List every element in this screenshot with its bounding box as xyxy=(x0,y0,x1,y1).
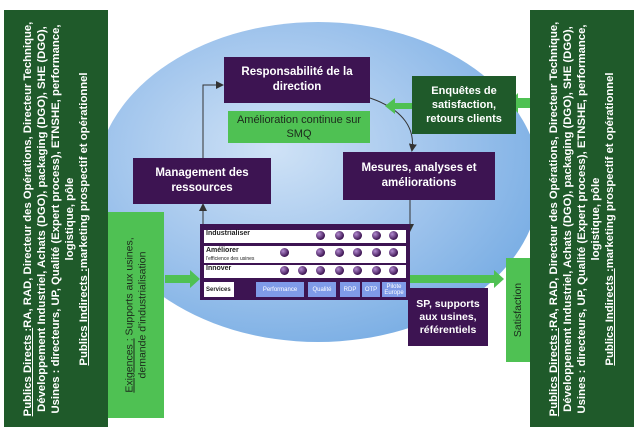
exigences-box: Exigences : Supports aux usines, demande… xyxy=(108,212,164,418)
responsabilite-label: Responsabilité de la direction xyxy=(241,66,353,93)
row-title: Innover xyxy=(206,265,232,272)
milestone-dot xyxy=(372,266,381,275)
right-publics-label: Publics Directs : xyxy=(548,327,560,416)
milestone-dot xyxy=(335,231,344,240)
service-qualite: Qualité xyxy=(308,282,336,297)
arrow-exigences-to-table xyxy=(165,270,200,288)
milestone-dot xyxy=(389,231,398,240)
left-publics-label: Publics Directs : xyxy=(22,327,34,416)
cycle-arrow-mgmt-to-resp xyxy=(202,81,224,158)
sp-label: SP, supports aux usines, référentiels xyxy=(416,297,480,336)
milestone-dot xyxy=(316,266,325,275)
milestone-dot xyxy=(372,248,381,257)
row-title: Industrialiser xyxy=(206,230,250,237)
amelioration-box: Amélioration continue sur SMQ xyxy=(228,111,370,143)
left-indirects-text: marketing prospectif et opérationnel xyxy=(78,71,90,268)
management-label: Management des ressources xyxy=(155,167,249,194)
milestone-dot xyxy=(389,248,398,257)
service-otp: OTP xyxy=(362,282,380,297)
services-label: Services xyxy=(204,282,234,297)
process-table: Industrialiser Améliorer l'efficience de… xyxy=(200,224,410,300)
arrow-enquetes-to-mesures xyxy=(385,98,415,114)
milestone-dot xyxy=(298,266,307,275)
milestone-dot xyxy=(335,266,344,275)
milestone-dot xyxy=(353,248,362,257)
cycle-arrow-resp-to-mesures xyxy=(369,97,417,152)
row-subtitle: l'efficience des usines xyxy=(206,256,255,262)
right-indirects-text: marketing prospectif et opérationnel xyxy=(604,71,616,268)
sp-box: SP, supports aux usines, référentiels xyxy=(408,288,488,346)
milestone-dot xyxy=(335,248,344,257)
milestone-dot xyxy=(316,248,325,257)
milestone-dot xyxy=(389,266,398,275)
milestone-dot xyxy=(280,266,289,275)
service-performance: Performance xyxy=(256,282,304,297)
milestone-dot xyxy=(316,231,325,240)
services-row: Services Performance Qualité RDP OTP Pil… xyxy=(204,282,406,297)
milestone-dot xyxy=(372,231,381,240)
right-indirects-label: Publics Indirects : xyxy=(604,267,616,366)
left-indirects-label: Publics Indirects : xyxy=(78,267,90,366)
milestone-dot xyxy=(280,248,289,257)
arrow-table-to-satisfaction xyxy=(410,270,504,288)
satisfaction-box: Satisfaction xyxy=(506,258,530,362)
right-audience-panel: Publics Directs :RA, RAD, Directeur des … xyxy=(530,10,634,427)
satisfaction-label: Satisfaction xyxy=(512,282,524,338)
management-box: Management des ressources xyxy=(133,158,271,204)
service-pilote-europe: Pilote Europe xyxy=(382,282,406,297)
service-rdp: RDP xyxy=(340,282,360,297)
enquetes-box: Enquêtes de satisfaction, retours client… xyxy=(412,76,516,134)
mesures-label: Mesures, analyses et améliorations xyxy=(361,162,477,189)
mesures-box: Mesures, analyses et améliorations xyxy=(343,152,495,200)
exigences-label: Exigences : xyxy=(123,338,136,393)
left-audience-panel: Publics Directs :RA, RAD, Directeur des … xyxy=(4,10,108,427)
amelioration-label: Amélioration continue sur SMQ xyxy=(236,114,362,140)
responsabilite-box: Responsabilité de la direction xyxy=(224,57,370,103)
enquetes-label: Enquêtes de satisfaction, retours client… xyxy=(426,85,502,125)
row-title: Améliorer xyxy=(206,247,239,254)
milestone-dot xyxy=(353,266,362,275)
milestone-dot xyxy=(353,231,362,240)
